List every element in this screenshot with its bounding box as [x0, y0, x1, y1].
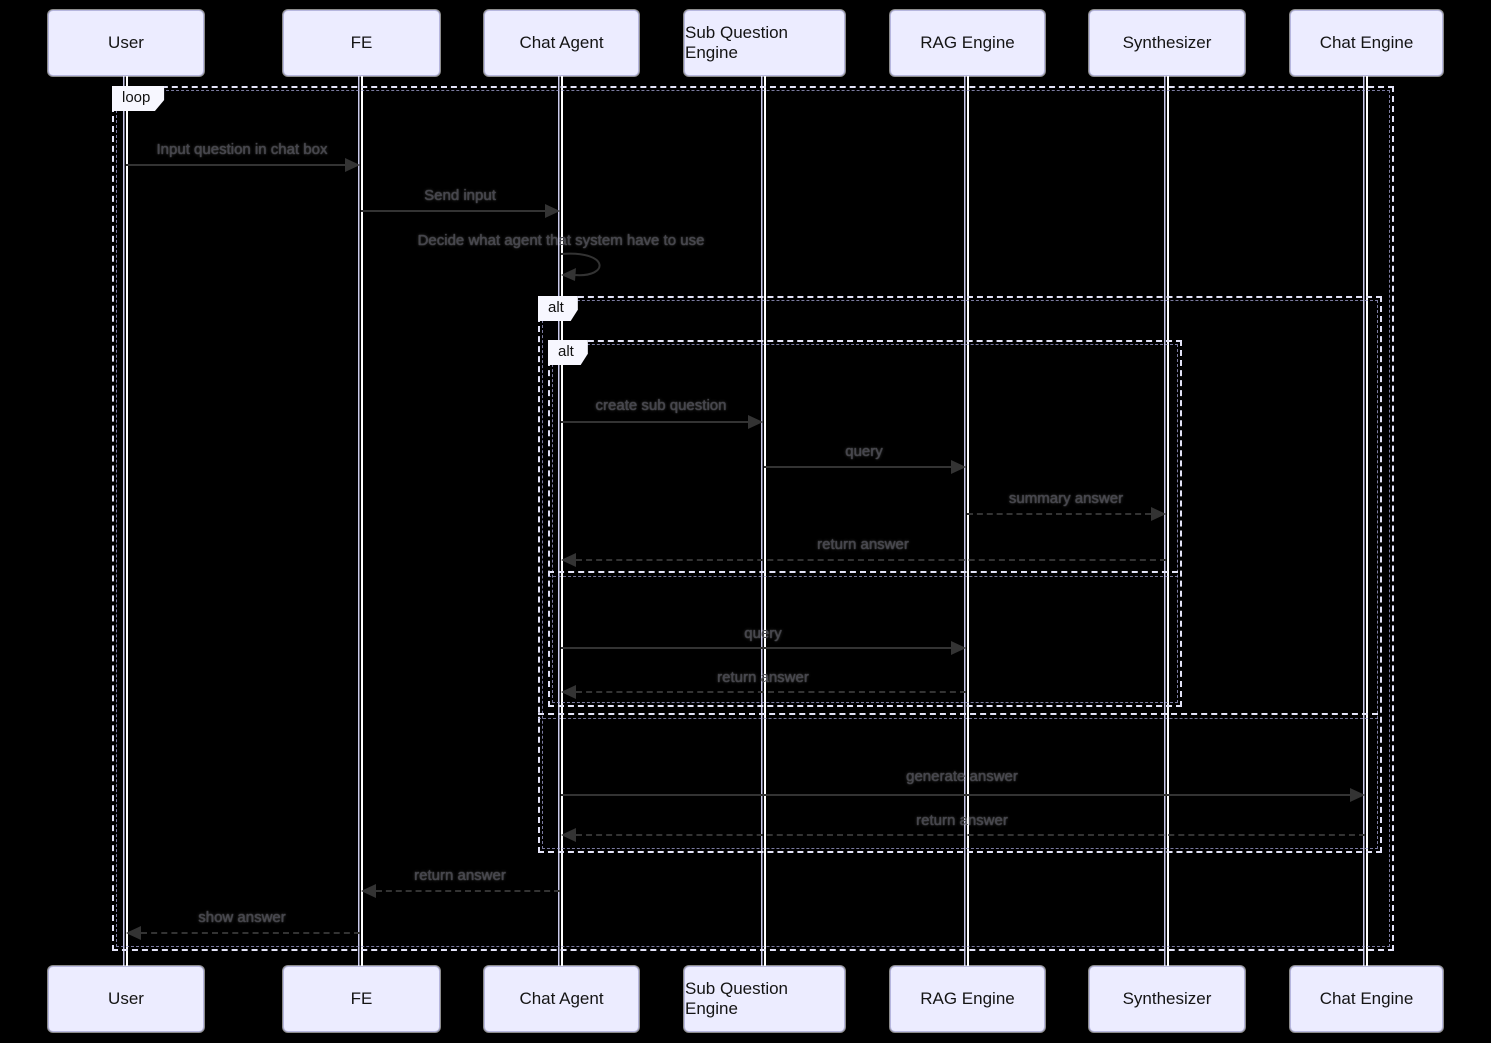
alt-outer-frame [538, 296, 1382, 853]
alt-outer-frame-label: alt [538, 296, 578, 321]
participant-bottom-rag-engine: RAG Engine [890, 966, 1045, 1032]
message-arrow [361, 210, 545, 212]
arrowhead-icon [748, 415, 763, 429]
lifeline-rag-engine [964, 76, 969, 966]
alt-inner-frame-label: alt [548, 340, 588, 365]
message-arrow [764, 466, 951, 468]
message-label-return-answer-rag: return answer [717, 669, 809, 686]
participant-bottom-synthesizer: Synthesizer [1089, 966, 1245, 1032]
arrowhead-icon [951, 641, 966, 655]
participant-top-chat-agent: Chat Agent [484, 10, 639, 76]
arrowhead-icon [951, 460, 966, 474]
message-label-return-answer-synth: return answer [817, 536, 909, 553]
participant-bottom-sub-question-engine: Sub Question Engine [684, 966, 845, 1032]
alt-inner-frame [548, 340, 1182, 707]
message-arrow [141, 932, 360, 934]
message-arrow [576, 691, 966, 693]
message-label-input-question: Input question in chat box [156, 141, 328, 158]
arrowhead-icon [561, 685, 576, 699]
message-label-send-input: Send input [424, 187, 496, 204]
participant-bottom-chat-engine: Chat Engine [1290, 966, 1443, 1032]
message-label-query-sub: query [845, 443, 883, 460]
participant-top-chat-engine: Chat Engine [1290, 10, 1443, 76]
arrowhead-icon [561, 553, 576, 567]
lifeline-user [123, 76, 128, 966]
lifeline-chat-agent [558, 76, 563, 966]
message-arrow [561, 421, 748, 423]
participant-top-rag-engine: RAG Engine [890, 10, 1045, 76]
alt-outer-else-divider [538, 713, 1378, 719]
participant-bottom-chat-agent: Chat Agent [484, 966, 639, 1032]
participant-bottom-fe: FE [283, 966, 440, 1032]
participant-top-fe: FE [283, 10, 440, 76]
message-label-show-answer: show answer [198, 909, 286, 926]
participant-top-synthesizer: Synthesizer [1089, 10, 1245, 76]
message-arrow [967, 513, 1151, 515]
message-label-return-answer-fe: return answer [414, 867, 506, 884]
message-label-decide-agent: Decide what agent that system have to us… [417, 232, 705, 249]
lifeline-sub-question-engine [761, 76, 766, 966]
message-label-create-sub-question: create sub question [595, 397, 727, 414]
message-arrow [576, 559, 1166, 561]
message-label-summary-answer: summary answer [1008, 490, 1124, 507]
loop-frame-label: loop [112, 86, 165, 111]
message-arrow [561, 647, 951, 649]
message-label-return-answer-engine: return answer [916, 812, 1008, 829]
arrowhead-icon [126, 926, 141, 940]
lifeline-fe [358, 76, 363, 966]
loop-frame [112, 86, 1394, 951]
message-arrow [126, 164, 345, 166]
message-label-generate-answer: generate answer [906, 768, 1018, 785]
arrowhead-icon [361, 884, 376, 898]
self-loop-arrow [560, 252, 601, 281]
arrowhead-icon [345, 158, 360, 172]
participant-top-sub-question-engine: Sub Question Engine [684, 10, 845, 76]
message-arrow [576, 834, 1365, 836]
message-arrow [561, 794, 1350, 796]
arrowhead-icon [561, 828, 576, 842]
arrowhead-icon [545, 204, 560, 218]
arrowhead-icon [1151, 507, 1166, 521]
message-arrow [376, 890, 560, 892]
participant-top-user: User [48, 10, 204, 76]
lifeline-synthesizer [1164, 76, 1169, 966]
participant-bottom-user: User [48, 966, 204, 1032]
alt-inner-else-divider [548, 571, 1178, 577]
message-label-query-direct: query [744, 625, 782, 642]
arrowhead-icon [1350, 788, 1365, 802]
lifeline-chat-engine [1363, 76, 1368, 966]
